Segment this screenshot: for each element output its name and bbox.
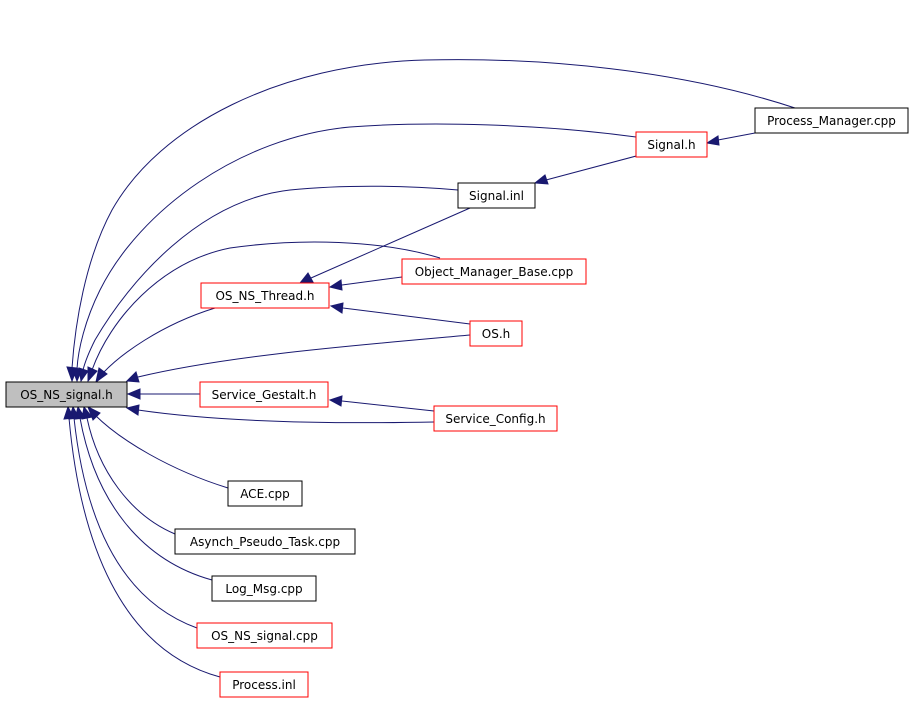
edge-os-ns-signal-cpp-to-root xyxy=(73,417,198,629)
arrowhead-icon xyxy=(125,404,140,416)
arrowhead-icon xyxy=(329,302,344,314)
arrowhead-icon xyxy=(87,405,101,421)
arrowhead-icon xyxy=(95,367,108,384)
node-object-manager-base-cpp[interactable]: Object_Manager_Base.cpp xyxy=(401,258,587,285)
node-label: OS_NS_signal.cpp xyxy=(211,629,318,643)
node-ace-cpp[interactable]: ACE.cpp xyxy=(227,480,303,507)
edge-log-msg-to-root xyxy=(79,417,213,581)
arrowhead-icon xyxy=(328,395,343,407)
edge-asynch-to-root xyxy=(86,417,176,535)
arrowhead-icon xyxy=(298,272,314,284)
node-label: Process_Manager.cpp xyxy=(767,114,896,128)
node-label: Signal.h xyxy=(647,138,695,152)
node-label: ACE.cpp xyxy=(240,487,290,501)
node-service-config-h[interactable]: Service_Config.h xyxy=(433,405,558,432)
arrowhead-icon xyxy=(63,405,75,420)
node-label: OS_NS_signal.h xyxy=(20,388,113,402)
node-process-inl[interactable]: Process.inl xyxy=(219,671,309,698)
edge-signal-h-to-root xyxy=(76,123,637,370)
node-label: Asynch_Pseudo_Task.cpp xyxy=(190,535,340,549)
edge-os-h-to-os-ns-thread xyxy=(342,307,471,325)
node-signal-inl[interactable]: Signal.inl xyxy=(457,182,536,209)
node-asynch-pseudo-task-cpp[interactable]: Asynch_Pseudo_Task.cpp xyxy=(174,528,356,555)
edge-process-manager-to-root xyxy=(71,59,796,369)
edge-signal-inl-to-root xyxy=(82,185,459,371)
node-os-h[interactable]: OS.h xyxy=(469,320,523,347)
arrowhead-icon xyxy=(126,388,141,400)
edge-os-ns-thread-to-root xyxy=(102,307,216,374)
node-os-ns-thread-h[interactable]: OS_NS_Thread.h xyxy=(200,282,330,309)
arrowhead-icon xyxy=(87,366,98,383)
edge-process-inl-to-root xyxy=(68,417,221,678)
node-label: OS_NS_Thread.h xyxy=(215,289,314,303)
node-label: Signal.inl xyxy=(469,189,524,203)
node-log-msg-cpp[interactable]: Log_Msg.cpp xyxy=(211,575,317,602)
edge-signal-h-to-signal-inl xyxy=(545,154,641,181)
edge-object-manager-to-os-ns-thread xyxy=(341,276,403,286)
node-os-ns-signal-h[interactable]: OS_NS_signal.h xyxy=(5,381,128,408)
arrowhead-icon xyxy=(328,279,343,291)
node-service-gestalt-h[interactable]: Service_Gestalt.h xyxy=(199,381,329,408)
node-os-ns-signal-cpp[interactable]: OS_NS_signal.cpp xyxy=(196,622,333,649)
edge-service-config-to-root xyxy=(137,409,435,424)
edge-service-config-to-service-gestalt xyxy=(341,400,435,412)
node-label: OS.h xyxy=(482,327,510,341)
edge-signal-inl-to-os-ns-thread xyxy=(310,207,471,279)
arrowhead-icon xyxy=(81,405,93,420)
edge-object-manager-to-root xyxy=(91,241,441,371)
node-label: Service_Gestalt.h xyxy=(212,388,317,402)
nodes-layer: OS_NS_signal.h Process_Manager.cpp Signa… xyxy=(5,107,909,698)
arrowhead-icon xyxy=(533,174,549,185)
node-label: Log_Msg.cpp xyxy=(225,582,302,596)
node-process-manager-cpp[interactable]: Process_Manager.cpp xyxy=(754,107,909,134)
edge-ace-to-root xyxy=(94,414,229,489)
node-signal-h[interactable]: Signal.h xyxy=(635,131,708,158)
edges-layer xyxy=(63,59,796,678)
node-label: Object_Manager_Base.cpp xyxy=(415,265,574,279)
arrowhead-icon xyxy=(125,371,140,383)
arrowhead-icon xyxy=(78,367,89,383)
edge-process-manager-to-signal-h xyxy=(717,132,756,141)
arrowhead-icon xyxy=(705,135,720,146)
node-label: Process.inl xyxy=(232,678,296,692)
node-label: Service_Config.h xyxy=(445,412,545,426)
edge-os-h-to-root xyxy=(137,334,471,378)
